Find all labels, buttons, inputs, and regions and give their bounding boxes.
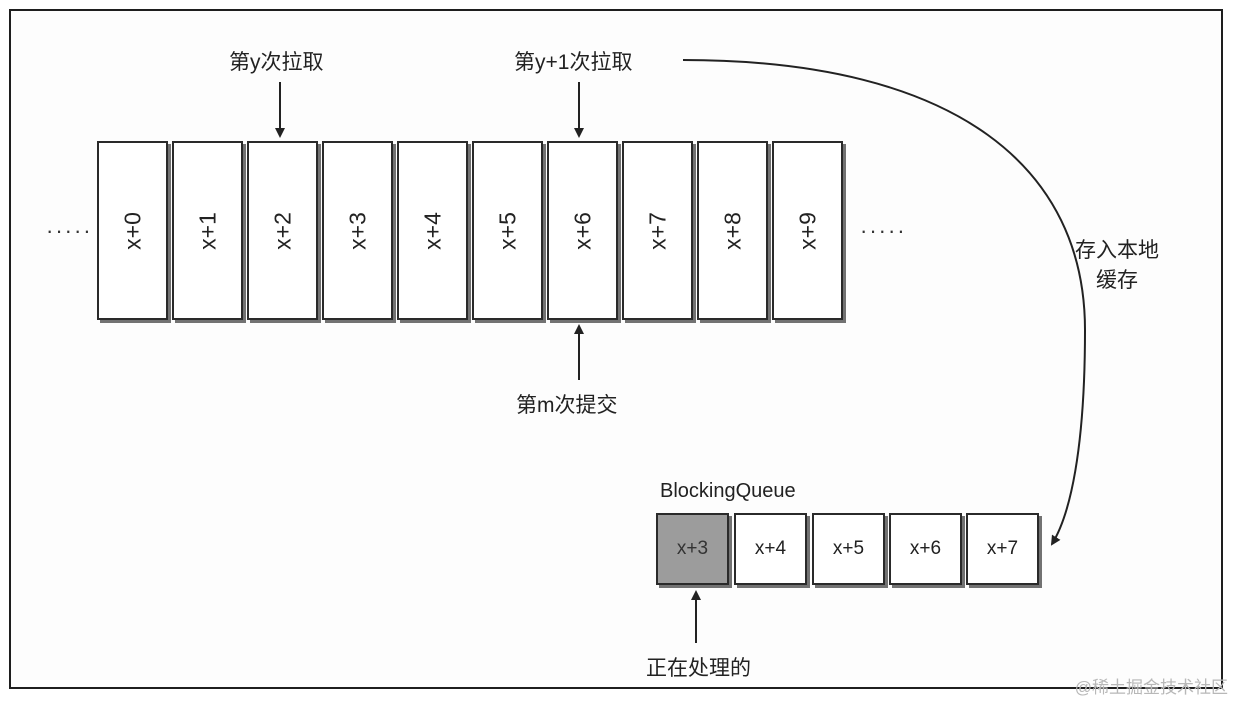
watermark: @稀土掘金技术社区 [1074, 678, 1228, 697]
pull-y1-label: 第y+1次拉取 [514, 51, 633, 74]
processing-label: 正在处理的 [646, 657, 751, 680]
offset-cell: x+5 [472, 141, 543, 320]
store-cache-arrow [682, 59, 1087, 546]
queue-cell: x+6 [889, 513, 962, 585]
offset-cell: x+6 [547, 141, 618, 320]
store-local-cache-label: 存入本地缓存 [1062, 236, 1172, 296]
queue-cell: x+4 [734, 513, 807, 585]
offset-cell: x+1 [172, 141, 243, 320]
offset-cell: x+3 [322, 141, 393, 320]
store-local-cache-line: 存入本地 [1075, 239, 1159, 262]
queue-cell: x+5 [812, 513, 885, 585]
pull-y-label: 第y次拉取 [229, 51, 324, 74]
offset-cell: x+8 [697, 141, 768, 320]
commit-m-label: 第m次提交 [516, 394, 618, 417]
right-ellipsis: ····· [860, 218, 907, 243]
queue-cell-processing: x+3 [656, 513, 729, 585]
offset-cell: x+0 [97, 141, 168, 320]
store-local-cache-line: 缓存 [1096, 269, 1138, 292]
offset-cell: x+9 [772, 141, 843, 320]
queue-cell: x+7 [966, 513, 1039, 585]
left-ellipsis: ····· [46, 218, 93, 243]
offset-cell: x+7 [622, 141, 693, 320]
blocking-queue-title: BlockingQueue [660, 480, 796, 502]
offset-cell: x+2 [247, 141, 318, 320]
offset-cell: x+4 [397, 141, 468, 320]
